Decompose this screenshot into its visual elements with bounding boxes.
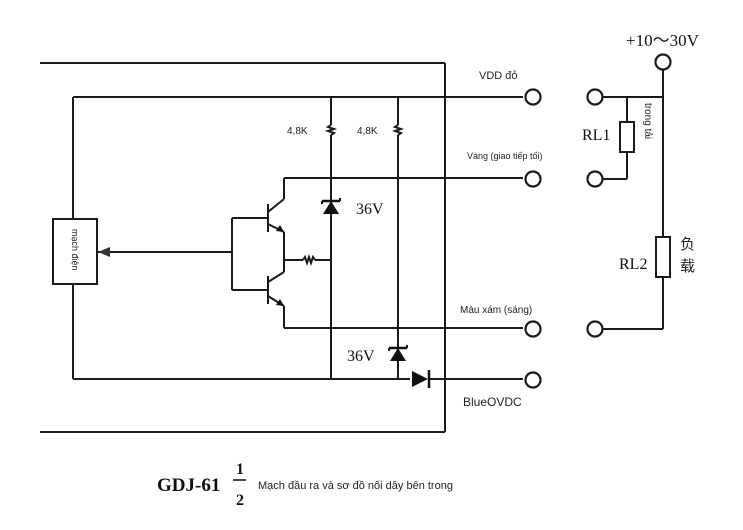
rl1-resistor-icon xyxy=(619,121,635,153)
terminal-rl2-bottom xyxy=(586,320,604,338)
zener-diode-2-icon xyxy=(388,345,408,361)
resistor-2-label: 4,8K xyxy=(357,126,378,137)
terminal-supply xyxy=(654,53,672,71)
caption-text: Mạch đầu ra và sơ đồ nối dây bên trong xyxy=(258,480,453,492)
terminal-yellow xyxy=(524,170,542,188)
caption-fraction-bottom: 2 xyxy=(236,492,244,509)
rl2-note-1: 负 xyxy=(680,236,695,253)
grey-label: Màu xám (sáng) xyxy=(460,305,532,316)
zener-1-label: 36V xyxy=(356,201,384,218)
vdd-label: VDD đỏ xyxy=(479,70,518,82)
circuit-box-label: mạch điện xyxy=(70,229,80,271)
terminal-blue xyxy=(524,371,542,389)
terminal-vdd xyxy=(524,88,542,106)
terminal-rl1-top xyxy=(586,88,604,106)
transistor-pair-icon xyxy=(231,178,331,328)
circuit-box xyxy=(52,218,98,285)
diode-icon xyxy=(412,370,431,388)
terminal-grey xyxy=(524,320,542,338)
caption: GDJ-61 1 2 Mạch đầu ra và sơ đồ nối dây … xyxy=(157,461,453,509)
supply-label: +10～30V xyxy=(626,31,700,50)
terminal-rl1-bottom xyxy=(586,170,604,188)
control-signal xyxy=(98,247,232,257)
blue-label: BlueOVDC xyxy=(463,395,522,409)
rl2-note-2: 载 xyxy=(680,258,695,275)
zener-2-label: 36V xyxy=(347,348,375,365)
enclosure xyxy=(40,62,446,433)
external-load-wiring xyxy=(586,53,672,338)
rl2-resistor-icon xyxy=(655,236,671,278)
caption-model: GDJ-61 xyxy=(157,475,220,496)
resistor-branch-1 xyxy=(324,97,338,379)
rl1-label: RL1 xyxy=(582,127,610,144)
yellow-label: Vàng (giao tiếp tối) xyxy=(467,151,543,161)
main-rails xyxy=(72,96,523,380)
rl1-note: trong tải xyxy=(642,103,653,139)
resistor-1-label: 4,8K xyxy=(287,126,308,137)
resistor-branch-2 xyxy=(391,97,405,379)
output-terminals xyxy=(524,88,542,389)
caption-fraction-top: 1 xyxy=(236,461,244,478)
rl2-label: RL2 xyxy=(619,256,647,273)
zener-diode-1-icon xyxy=(321,198,341,214)
